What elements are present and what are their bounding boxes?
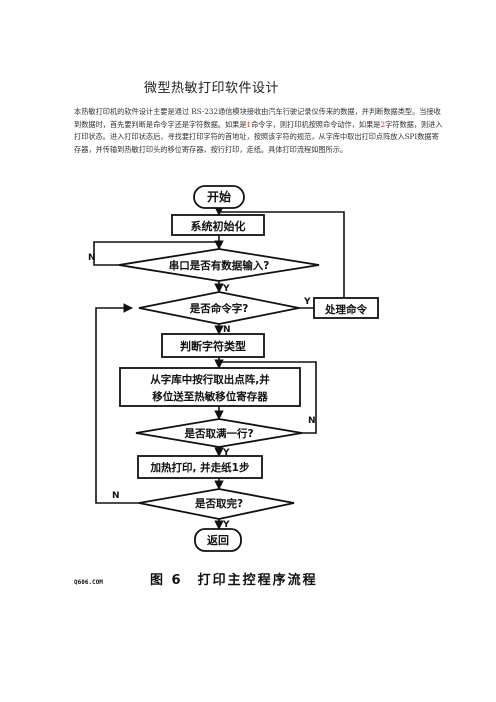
flow-fetch-text-2: 移位送至热敏移位寄存器 <box>152 390 268 403</box>
paragraph-text-3: 字符数据，则进入打印状态。进入打印状态后，寻找要打印字符的首地址，按照该字符的规… <box>74 119 443 154</box>
flow-init-node <box>171 214 265 236</box>
flow-print-node <box>137 455 263 479</box>
flow-command-diamond <box>138 291 300 325</box>
flow-judge-text: 判断字符类型 <box>180 339 246 353</box>
flow-checkline-diamond <box>135 418 303 448</box>
flow-start-node <box>193 185 245 209</box>
flow-handle-node <box>313 297 379 319</box>
flow-label-y-checkline: Y <box>222 448 230 458</box>
flow-return-text: 返回 <box>207 533 229 547</box>
figure-caption: 图 6 打印主控程序流程 <box>150 573 318 588</box>
flow-init-text: 系统初始化 <box>191 219 246 233</box>
flow-print-text: 加热打印, 并走纸1步 <box>150 461 250 474</box>
flow-label-n-serial: N <box>88 253 96 263</box>
document-paragraph: 本热敏打印机的软件设计主要是通过 RS-232通信模块接收由汽车行驶记录仪传来的… <box>74 106 444 156</box>
flow-judge-node <box>161 333 265 358</box>
flow-label-n-checkdone: N <box>112 491 120 501</box>
flow-command-text: 是否命令字? <box>189 302 249 315</box>
flow-label-n-command: N <box>223 325 231 335</box>
flow-checkdone-text: 是否取完? <box>194 497 243 510</box>
flow-label-y-checkdone: Y <box>222 520 230 530</box>
flow-checkline-text: 是否取满一行? <box>183 427 253 440</box>
document-title: 微型热敏打印软件设计 <box>144 81 280 96</box>
flow-handle-text: 处理命令 <box>324 303 367 316</box>
flow-label-y-command: Y <box>303 297 311 307</box>
flow-fetch-node <box>119 367 301 407</box>
flow-start-text: 开始 <box>207 189 231 204</box>
paragraph-red-2: 2 <box>380 119 386 129</box>
watermark-text: Q606.COM <box>74 579 103 586</box>
flowchart-diagram: 开始 系统初始化 串口是否有数据输入? 是否命令字? 处理命令 判断字符类型 从… <box>84 180 394 560</box>
flow-label-y-serial: Y <box>222 284 230 294</box>
paragraph-red-1: 1 <box>246 119 252 129</box>
paragraph-text-1: 本热敏打印机的软件设计主要是通过 RS-232通信模块接收由汽车行驶记录仪传来的… <box>74 107 441 129</box>
flow-serial-diamond <box>118 248 320 282</box>
flow-serial-text: 串口是否有数据输入? <box>169 259 270 272</box>
flow-label-n-checkline: N <box>308 416 316 426</box>
flow-return-node <box>194 528 242 552</box>
paragraph-text-2: 命令字，则打印机按照命令动作，如果是 <box>251 119 381 129</box>
flow-fetch-text-1: 从字库中按行取出点阵,并 <box>150 373 270 386</box>
flow-checkdone-diamond <box>138 488 295 520</box>
